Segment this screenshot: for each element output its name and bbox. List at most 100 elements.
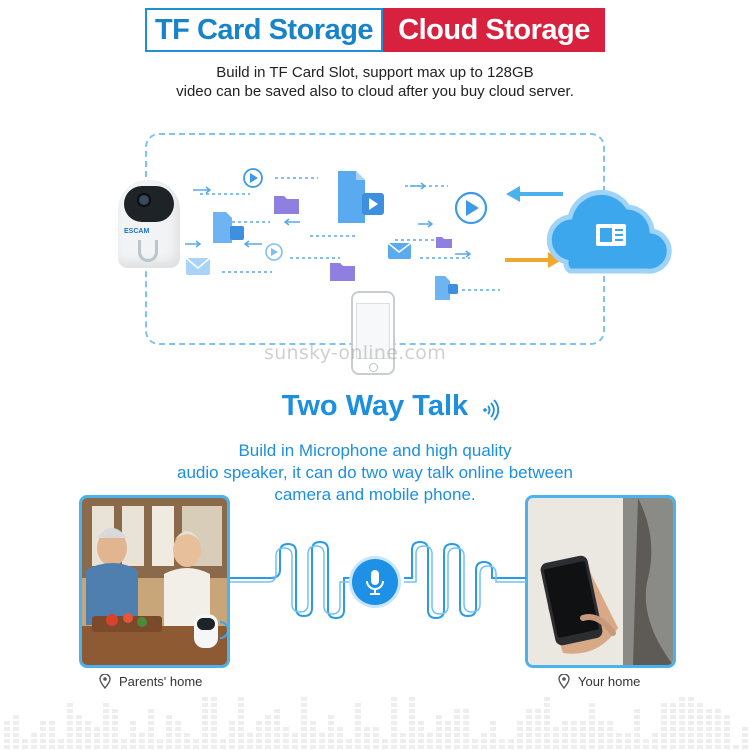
talk-description-line-2: audio speaker, it can do two way talk on… xyxy=(177,463,573,482)
decorative-equalizer-bars xyxy=(4,697,748,749)
equalizer-block xyxy=(283,739,289,743)
equalizer-block xyxy=(238,739,244,743)
equalizer-block xyxy=(4,739,10,743)
equalizer-block xyxy=(436,745,442,749)
camera-brand-logo: ESCAM xyxy=(124,228,150,235)
equalizer-block xyxy=(211,697,217,701)
equalizer-block xyxy=(742,727,748,731)
equalizer-block xyxy=(238,703,244,707)
equalizer-block xyxy=(310,745,316,749)
equalizer-block xyxy=(688,721,694,725)
equalizer-block xyxy=(103,745,109,749)
equalizer-block xyxy=(94,733,100,737)
equalizer-block xyxy=(463,745,469,749)
equalizer-block xyxy=(301,745,307,749)
parents-home-text: Parents' home xyxy=(119,674,203,689)
equalizer-block xyxy=(454,721,460,725)
equalizer-block xyxy=(301,721,307,725)
equalizer-block xyxy=(436,733,442,737)
equalizer-block xyxy=(175,733,181,737)
equalizer-block xyxy=(544,739,550,743)
equalizer-block xyxy=(526,709,532,713)
equalizer-block xyxy=(337,739,343,743)
equalizer-block xyxy=(571,739,577,743)
equalizer-block xyxy=(679,697,685,701)
equalizer-block xyxy=(283,733,289,737)
equalizer-block xyxy=(625,733,631,737)
equalizer-block xyxy=(670,703,676,707)
equalizer-block xyxy=(742,745,748,749)
equalizer-block xyxy=(742,739,748,743)
equalizer-block xyxy=(238,721,244,725)
equalizer-block xyxy=(301,703,307,707)
equalizer-block xyxy=(607,733,613,737)
equalizer-block xyxy=(553,727,559,731)
equalizer-block xyxy=(616,733,622,737)
equalizer-block xyxy=(661,715,667,719)
equalizer-block xyxy=(724,739,730,743)
equalizer-block xyxy=(652,739,658,743)
equalizer-block xyxy=(535,739,541,743)
equalizer-block xyxy=(40,739,46,743)
equalizer-block xyxy=(562,721,568,725)
equalizer-block xyxy=(202,697,208,701)
equalizer-block xyxy=(211,721,217,725)
equalizer-block xyxy=(697,709,703,713)
equalizer-block xyxy=(508,745,514,749)
equalizer-block xyxy=(76,715,82,719)
equalizer-block xyxy=(409,697,415,701)
equalizer-block xyxy=(292,739,298,743)
equalizer-block xyxy=(112,709,118,713)
equalizer-block xyxy=(553,733,559,737)
equalizer-block xyxy=(688,745,694,749)
equalizer-block xyxy=(355,733,361,737)
equalizer-block xyxy=(571,721,577,725)
equalizer-block xyxy=(94,739,100,743)
equalizer-block xyxy=(580,739,586,743)
equalizer-block xyxy=(634,715,640,719)
equalizer-block xyxy=(148,715,154,719)
equalizer-block xyxy=(409,721,415,725)
equalizer-block xyxy=(535,715,541,719)
equalizer-block xyxy=(688,697,694,701)
equalizer-block xyxy=(238,715,244,719)
smartphone xyxy=(351,291,395,375)
equalizer-block xyxy=(103,727,109,731)
equalizer-block xyxy=(481,739,487,743)
equalizer-block xyxy=(472,745,478,749)
equalizer-block xyxy=(175,727,181,731)
equalizer-block xyxy=(400,739,406,743)
equalizer-block xyxy=(436,739,442,743)
equalizer-block xyxy=(589,721,595,725)
equalizer-block xyxy=(112,727,118,731)
equalizer-block xyxy=(580,721,586,725)
equalizer-block xyxy=(337,745,343,749)
equalizer-block xyxy=(328,727,334,731)
equalizer-block xyxy=(211,727,217,731)
equalizer-block xyxy=(535,721,541,725)
equalizer-block xyxy=(76,745,82,749)
equalizer-block xyxy=(292,733,298,737)
your-home-photo xyxy=(525,495,676,668)
equalizer-block xyxy=(535,709,541,713)
equalizer-block xyxy=(355,721,361,725)
equalizer-block xyxy=(13,733,19,737)
two-way-talk-title: Two Way Talk xyxy=(281,390,469,422)
equalizer-block xyxy=(634,727,640,731)
equalizer-block xyxy=(40,745,46,749)
equalizer-block xyxy=(274,739,280,743)
equalizer-block xyxy=(526,727,532,731)
equalizer-block xyxy=(364,745,370,749)
tf-card-storage-badge: TF Card Storage xyxy=(145,8,383,52)
equalizer-block xyxy=(103,721,109,725)
camera-lens xyxy=(137,193,151,207)
equalizer-block xyxy=(463,727,469,731)
equalizer-block xyxy=(202,709,208,713)
equalizer-block xyxy=(391,733,397,737)
equalizer-block xyxy=(328,739,334,743)
equalizer-block xyxy=(679,745,685,749)
equalizer-block xyxy=(238,709,244,713)
microphone-icon xyxy=(366,570,384,595)
phone-home-button xyxy=(369,363,378,372)
equalizer-block xyxy=(445,721,451,725)
